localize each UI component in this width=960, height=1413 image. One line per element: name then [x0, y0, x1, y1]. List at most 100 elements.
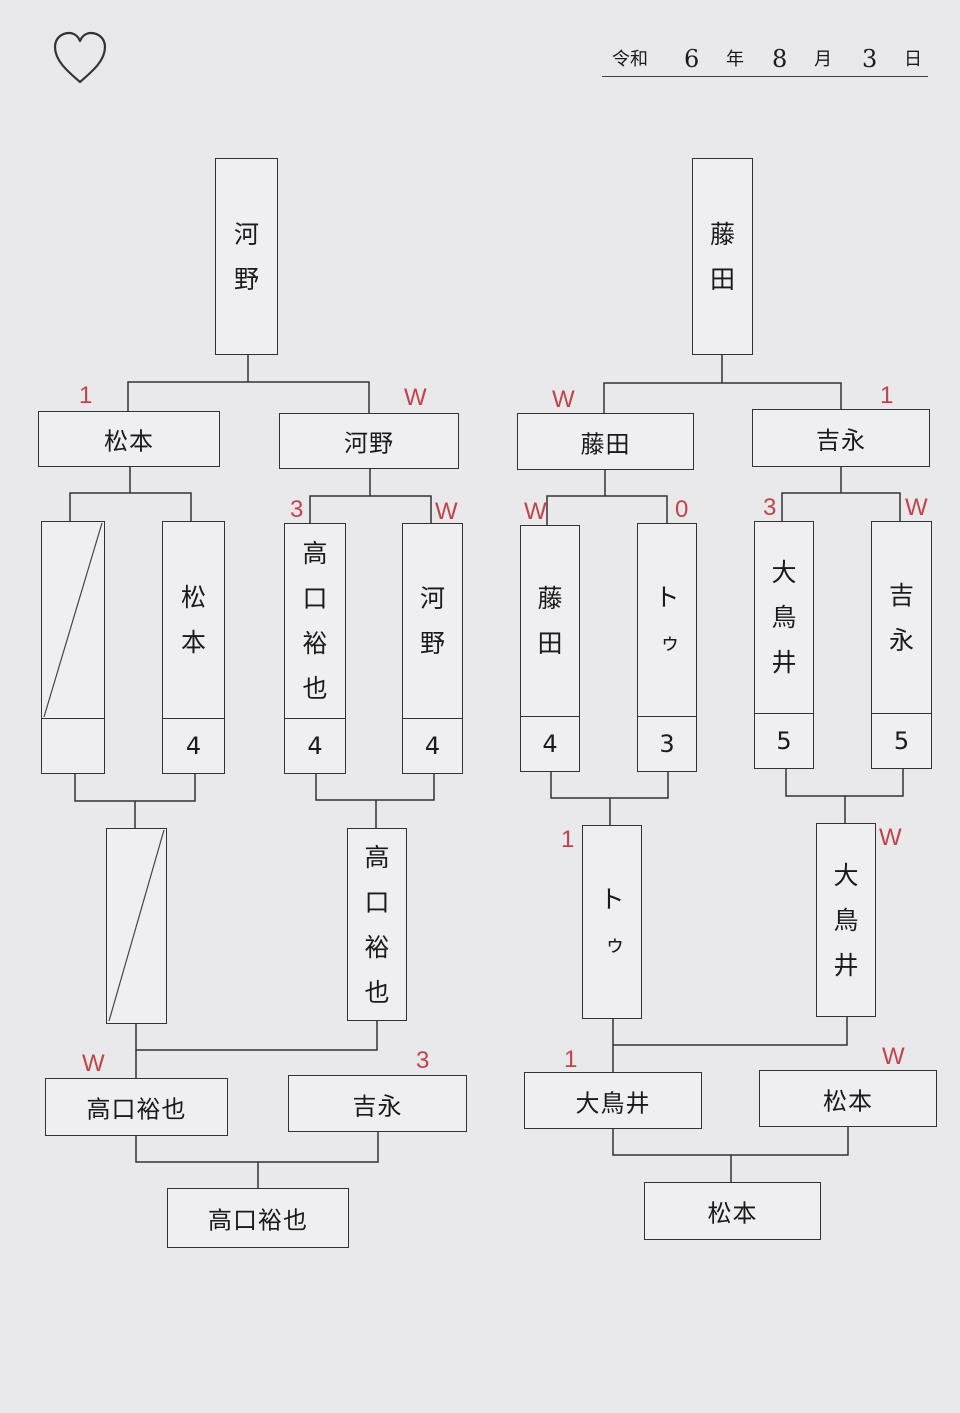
left-lower1-empty-slash [108, 829, 165, 1022]
line-left-final [127, 381, 370, 414]
left-lower2-name: 高口裕也 [348, 829, 406, 1020]
name-char: 也 [302, 674, 328, 703]
line-left-sf1 [69, 492, 192, 522]
line-right-sf1 [546, 495, 668, 526]
line-right-qf1 [550, 771, 669, 799]
name-char: 裕 [302, 629, 328, 658]
right-qf3-result: 3 [763, 494, 777, 521]
left-cons1-name: 高口裕也 [86, 1095, 187, 1124]
right-cons2-box: 松本 [759, 1070, 937, 1127]
left-sf2-box: 河野 [279, 413, 459, 469]
right-lower2-name: 大鳥井 [817, 824, 875, 1016]
right-qf2-score: 3 [638, 716, 696, 771]
right-qf2-name: トゥ [638, 524, 696, 716]
right-lower2-box: 大鳥井 [816, 823, 876, 1017]
right-cons-winner-name: 松本 [707, 1199, 758, 1228]
date-line: 令和 6 年 8 月 3 日 [602, 42, 928, 77]
left-cons1-result: W [82, 1050, 105, 1077]
right-qf1-result: W [524, 498, 547, 525]
right-qf1-score: 4 [521, 716, 579, 771]
line-left-cons [135, 1131, 379, 1163]
left-sf2-result: W [404, 384, 427, 411]
right-qf3-box: 大鳥井 5 [754, 521, 814, 769]
right-sf2-result: 1 [880, 382, 894, 409]
name-char: 藤 [537, 584, 563, 613]
left-qf4-result: W [435, 498, 458, 525]
left-cons1-box: 高口裕也 [45, 1078, 228, 1136]
line-left-qf1 [74, 773, 196, 802]
name-char: 高 [364, 842, 390, 872]
name-char: 松 [180, 583, 206, 612]
right-cons1-result: 1 [564, 1046, 578, 1073]
right-qf3-score: 5 [755, 713, 813, 768]
right-cons-winner-box: 松本 [644, 1182, 821, 1240]
name-char: 裕 [364, 932, 390, 962]
date-day: 3 [862, 45, 878, 73]
name-char: ゥ [605, 932, 625, 956]
heart-outline-icon [53, 31, 107, 84]
left-cons2-box: 吉永 [288, 1075, 467, 1132]
right-cons1-name: 大鳥井 [575, 1089, 651, 1117]
right-qf4-name: 吉永 [872, 522, 931, 713]
left-sf1-name: 松本 [104, 427, 154, 456]
right-lower2-result: W [879, 824, 902, 851]
left-champion-box: 河野 [215, 158, 278, 355]
right-qf4-score: 5 [872, 713, 931, 768]
name-char: 大 [771, 558, 797, 587]
name-char: 田 [537, 629, 563, 658]
right-sf1-box: 藤田 [517, 413, 694, 470]
name-char: 鳥 [771, 603, 797, 632]
date-day-unit: 日 [904, 49, 922, 70]
line-right-qf2 [785, 768, 904, 797]
right-qf2-box: トゥ 3 [637, 523, 697, 772]
name-char: 口 [302, 584, 328, 613]
right-qf4-box: 吉永 5 [871, 521, 932, 769]
date-year-unit: 年 [726, 49, 744, 70]
left-cons-winner-name: 高口裕也 [208, 1206, 308, 1235]
right-champion-name: 藤田 [693, 159, 752, 354]
left-champion-name: 河野 [216, 159, 277, 354]
date-era: 令和 [612, 49, 648, 70]
right-cons1-box: 大鳥井 [524, 1072, 702, 1129]
left-qf3-score: 4 [285, 718, 345, 773]
name-char: 藤 [709, 219, 735, 249]
left-cons-winner-box: 高口裕也 [167, 1188, 349, 1248]
date-month-unit: 月 [814, 49, 832, 70]
right-sf2-name: 吉永 [816, 426, 866, 455]
name-char: 井 [771, 648, 797, 677]
name-char: 本 [180, 628, 206, 657]
right-lower1-box: トゥ [582, 825, 642, 1019]
left-qf2-box: 松本 4 [162, 521, 225, 774]
name-char: 野 [233, 264, 259, 294]
name-char: ト [599, 885, 625, 914]
left-qf3-result: 3 [290, 496, 304, 523]
name-char: 河 [233, 219, 259, 249]
left-qf4-name: 河野 [403, 524, 462, 718]
left-lower1-box-empty [106, 828, 167, 1024]
name-char: 也 [364, 977, 390, 1007]
line-left-qf2 [315, 773, 435, 801]
right-champion-box: 藤田 [692, 158, 753, 355]
left-cons2-name: 吉永 [352, 1092, 403, 1120]
name-char: 井 [833, 950, 859, 980]
right-qf1-name: 藤田 [521, 526, 579, 716]
right-qf4-result: W [905, 494, 928, 521]
left-qf1-box-empty [41, 521, 105, 774]
line-right-sf2 [781, 492, 901, 522]
left-lower2-box: 高口裕也 [347, 828, 407, 1021]
right-sf1-name: 藤田 [580, 430, 631, 458]
name-char: 野 [419, 629, 445, 658]
left-qf2-score: 4 [163, 718, 224, 773]
name-char: 鳥 [833, 905, 859, 935]
date-year: 6 [684, 45, 700, 73]
left-cons2-result: 3 [416, 1047, 430, 1074]
name-char: 田 [709, 264, 735, 294]
name-char: 大 [833, 860, 859, 890]
name-char: 吉 [888, 580, 914, 610]
right-lower1-result: 1 [561, 826, 575, 853]
name-char: 永 [888, 625, 914, 655]
right-cons2-name: 松本 [823, 1087, 873, 1115]
left-qf3-box: 高口裕也 4 [284, 523, 346, 774]
left-sf1-box: 松本 [38, 411, 220, 467]
